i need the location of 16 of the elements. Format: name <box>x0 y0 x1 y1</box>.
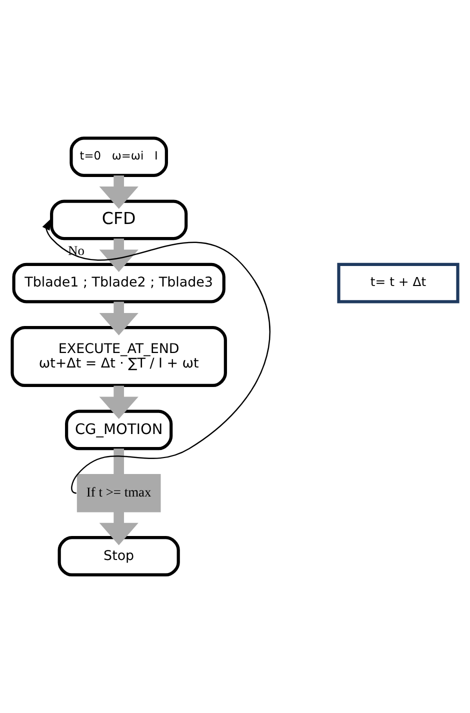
node-box: CG_MOTION <box>65 410 173 450</box>
node-box: CFD <box>50 200 188 240</box>
node-box: If t >= tmax <box>76 474 161 512</box>
connector <box>114 448 124 474</box>
node-box: t= t + Δt <box>337 262 460 304</box>
node-box: Tblade1 ; Tblade2 ; Tblade3 <box>12 262 226 304</box>
arrow <box>99 386 138 420</box>
arrow <box>99 512 138 546</box>
arrow <box>42 218 270 494</box>
node-box: t=0 ω=ωi I <box>70 136 168 177</box>
node-box: EXECUTE_AT_END ωt+Δt = Δt · ∑T / I + ωt <box>10 326 227 388</box>
arrow <box>99 302 138 336</box>
edge-label: No <box>68 242 84 258</box>
arrow <box>99 175 138 209</box>
node-box: Stop <box>58 536 180 576</box>
arrow <box>99 238 138 272</box>
